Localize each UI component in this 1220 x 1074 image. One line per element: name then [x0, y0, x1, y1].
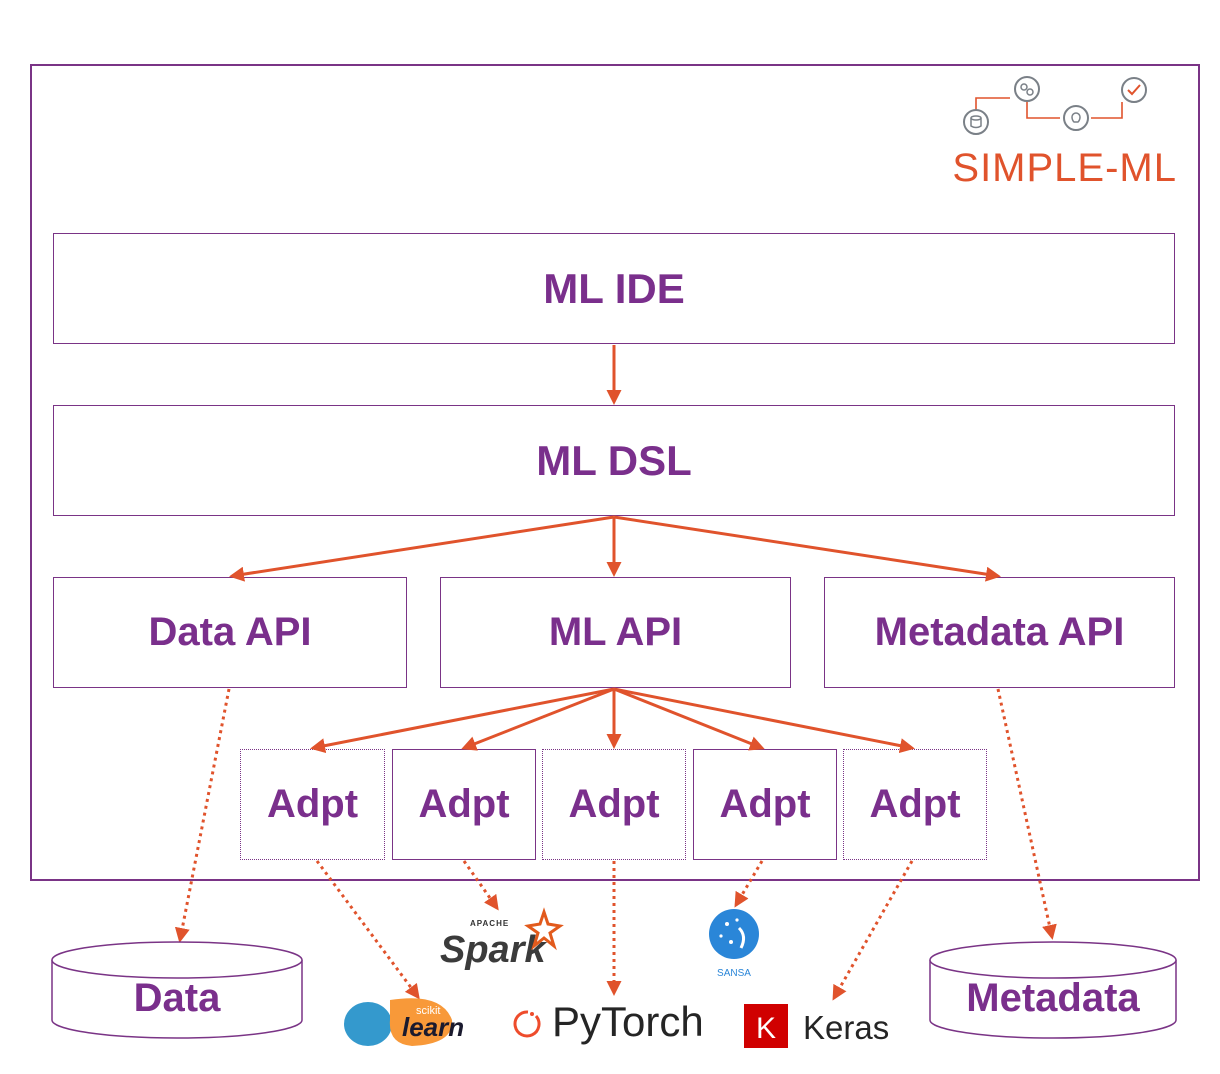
dotted-arrow-adpt5-keras — [832, 860, 914, 1001]
adapter-box-5: Adpt — [843, 749, 987, 860]
metadata-api-box: Metadata API — [824, 577, 1175, 688]
adapter-box-1: Adpt — [240, 749, 385, 860]
adapter-box-4: Adpt — [693, 749, 837, 860]
dotted-arrow-metaapi-metadata — [996, 688, 1057, 940]
dotted-arrow-adpt4-sansa — [734, 860, 764, 908]
arrow-mlapi-adpt1 — [310, 687, 615, 754]
data-store-cylinder — [51, 941, 303, 1039]
spark-logo-icon: APACHE Spark — [440, 907, 564, 971]
dotted-arrow-adpt1-sklearn — [315, 860, 420, 1000]
scikit-learn-label: learn — [402, 1012, 464, 1042]
arrow-mlapi-adpt4 — [613, 687, 765, 751]
ml-ide-box: ML IDE — [53, 233, 1175, 344]
keras-logo-icon: K Keras — [744, 1004, 889, 1048]
simple-ml-logo-icons — [950, 76, 1150, 146]
arrow-mlapi-adpt5 — [613, 687, 915, 754]
ml-dsl-box: ML DSL — [53, 405, 1175, 516]
keras-label: Keras — [803, 1009, 889, 1046]
scikit-learn-logo-icon: scikit learn — [344, 998, 464, 1046]
simple-ml-logo-text: SIMPLE-ML — [952, 146, 1177, 190]
system-boundary — [30, 64, 1200, 881]
adapter-box-3: Adpt — [542, 749, 686, 860]
arrow-dsl-dataapi — [229, 515, 615, 582]
spark-label: Spark — [440, 929, 547, 971]
data-api-box: Data API — [53, 577, 407, 688]
sansa-logo-icon: SANSA — [709, 909, 759, 978]
arrow-mlapi-adpt2 — [461, 687, 615, 751]
dotted-arrow-adpt2-spark — [462, 860, 499, 911]
keras-letter: K — [756, 1012, 776, 1045]
spark-top-label: APACHE — [470, 919, 509, 928]
pytorch-label: PyTorch — [552, 998, 704, 1045]
pytorch-logo-icon: PyTorch — [513, 998, 704, 1045]
sansa-label: SANSA — [717, 968, 751, 978]
scikit-top-label: scikit — [416, 1005, 440, 1017]
metadata-store-cylinder — [929, 941, 1177, 1039]
ml-api-box: ML API — [440, 577, 791, 688]
dotted-arrow-dataapi-data — [174, 688, 231, 943]
data-store-label: Data — [133, 976, 221, 1020]
arrow-dsl-metaapi — [613, 515, 1001, 582]
metadata-store-label: Metadata — [966, 976, 1140, 1020]
adapter-box-2: Adpt — [392, 749, 536, 860]
